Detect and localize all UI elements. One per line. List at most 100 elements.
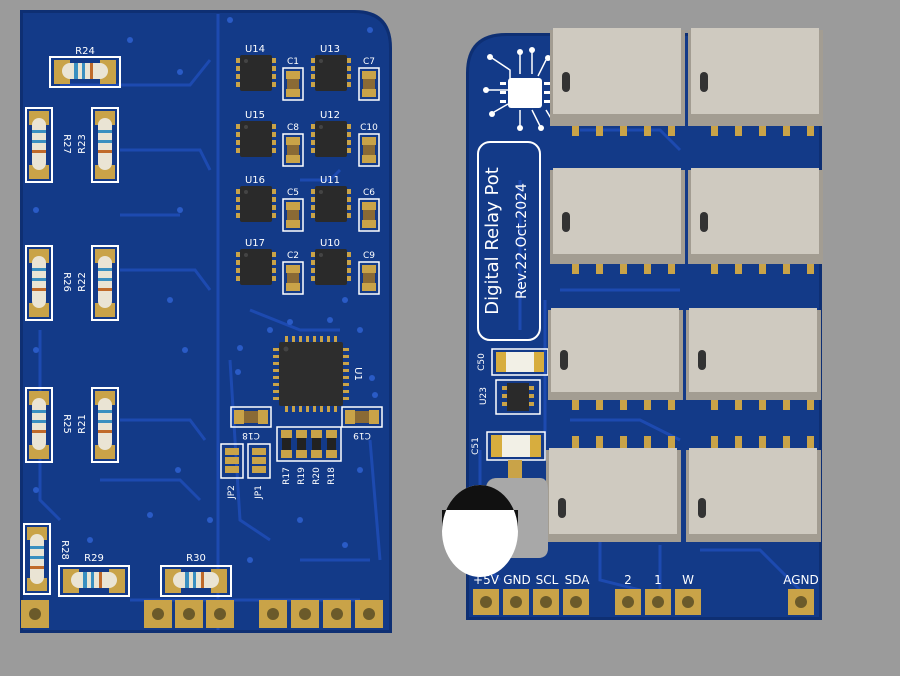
capacitor-c2: C2 xyxy=(282,251,304,295)
capacitor-label: C18 xyxy=(242,430,260,440)
mcu-u1: U1 xyxy=(273,336,363,412)
resistor-r28: R28 xyxy=(23,523,70,595)
relay-1 xyxy=(550,28,685,136)
resistor-label: R21 xyxy=(77,414,88,434)
ic-label: U14 xyxy=(245,44,265,55)
header-label-2: 2 xyxy=(624,573,632,587)
resistor-r23: R23 xyxy=(77,107,119,183)
header-labels: +5V GND SCL SDA 2 1 W AGND xyxy=(473,573,819,587)
resistor-label: R25 xyxy=(61,414,72,434)
electrolytic-capacitor xyxy=(442,460,548,577)
jumper-jp2: JP2 xyxy=(220,443,244,500)
capacitor-c9: C9 xyxy=(358,251,380,295)
resistor-label: R22 xyxy=(77,272,88,292)
ic-label: U17 xyxy=(245,238,265,249)
resistor-label: R28 xyxy=(59,540,70,560)
ic-u23: U23 xyxy=(479,379,541,415)
jumper-label: JP1 xyxy=(254,485,264,500)
capacitor-label: C7 xyxy=(363,57,375,67)
resistor-r26: R26 xyxy=(25,245,72,321)
jumper-jp1: JP1 xyxy=(247,443,271,500)
capacitor-label: C8 xyxy=(287,123,299,133)
board-revision: Rev.22.Oct.2024 xyxy=(514,183,530,299)
ic-u10: U10 xyxy=(311,238,351,285)
jumper-label: JP2 xyxy=(227,485,237,500)
resistor-label: R20 xyxy=(312,467,322,485)
ic-label: U16 xyxy=(245,175,265,186)
relay-5 xyxy=(548,308,683,410)
capacitor-c18: C18 xyxy=(230,406,272,440)
resistor-label: R30 xyxy=(186,553,206,564)
header-label-sda: SDA xyxy=(565,573,591,587)
capacitor-c51: C51 xyxy=(471,431,546,461)
resistor-r21: R21 xyxy=(77,387,119,463)
relay-4 xyxy=(688,168,823,274)
capacitor-c19: C19 xyxy=(341,406,383,440)
capacitor-c10: C10 xyxy=(358,123,380,167)
capacitor-label: C5 xyxy=(287,188,299,198)
capacitor-label: C51 xyxy=(471,437,481,455)
relay-7 xyxy=(546,436,681,542)
resistor-label: R23 xyxy=(77,134,88,154)
capacitor-label: C9 xyxy=(363,251,375,261)
resistor-label: R24 xyxy=(75,46,95,57)
right-board: Digital Relay Pot Rev.22.Oct.2024 C50 U2… xyxy=(442,28,823,620)
resistor-r22: R22 xyxy=(77,245,119,321)
relay-2 xyxy=(688,28,823,136)
capacitor-label: C1 xyxy=(287,57,299,67)
left-board-surface xyxy=(23,13,389,630)
left-board-vias xyxy=(33,17,378,563)
ic-u13: U13 xyxy=(311,44,351,91)
header-label-1: 1 xyxy=(654,573,662,587)
capacitor-label: C19 xyxy=(353,430,371,440)
capacitor-label: C2 xyxy=(287,251,299,261)
ic-label: U23 xyxy=(479,387,489,405)
capacitor-c5: C5 xyxy=(282,188,304,232)
capacitor-c6: C6 xyxy=(358,188,380,232)
ic-u17: U17 xyxy=(236,238,276,285)
capacitor-c50: C50 xyxy=(477,348,549,376)
ic-label: U15 xyxy=(245,110,265,121)
capacitor-c7: C7 xyxy=(358,57,380,101)
resistor-label: R26 xyxy=(61,272,72,292)
resistor-array: R17 R19 R20 R18 xyxy=(276,426,342,485)
capacitor-label: C50 xyxy=(477,353,487,371)
resistor-label: R29 xyxy=(84,553,104,564)
left-board-traces xyxy=(38,14,382,630)
board-title: Digital Relay Pot xyxy=(482,167,503,315)
capacitor-c1: C1 xyxy=(282,57,304,101)
ic-u15: U15 xyxy=(236,110,276,157)
resistor-label: R17 xyxy=(282,467,292,485)
left-board: R24 R27 R23 R26 xyxy=(20,10,392,633)
resistor-label: R19 xyxy=(297,467,307,485)
header-label-gnd: GND xyxy=(503,573,531,587)
ic-label: U11 xyxy=(320,175,340,186)
mcu-label: U1 xyxy=(352,367,363,381)
capacitor-label: C10 xyxy=(360,123,378,133)
ic-u12: U12 xyxy=(311,110,351,157)
resistor-label: R18 xyxy=(327,467,337,485)
header-label-agnd: AGND xyxy=(783,573,819,587)
ic-label: U12 xyxy=(320,110,340,121)
ic-u14: U14 xyxy=(236,44,276,91)
resistor-r27: R27 xyxy=(25,107,72,183)
relay-6 xyxy=(686,308,821,410)
capacitor-c8: C8 xyxy=(282,123,304,167)
header-label-scl: SCL xyxy=(536,573,559,587)
capacitor-label: C6 xyxy=(363,188,375,198)
resistor-r24: R24 xyxy=(49,46,121,88)
ic-u16: U16 xyxy=(236,175,276,222)
header-label-w: W xyxy=(682,573,694,587)
ic-u11: U11 xyxy=(311,175,351,222)
ic-label: U13 xyxy=(320,44,340,55)
ic-label: U10 xyxy=(320,238,340,249)
relay-8 xyxy=(686,436,821,542)
resistor-label: R27 xyxy=(61,134,72,154)
header-label-5v: +5V xyxy=(473,573,500,587)
left-board-header-pads xyxy=(21,600,383,628)
right-board-header-pads xyxy=(473,589,814,615)
resistor-r25: R25 xyxy=(25,387,72,463)
resistor-r29: R29 xyxy=(58,553,130,597)
resistor-r30: R30 xyxy=(160,553,232,597)
